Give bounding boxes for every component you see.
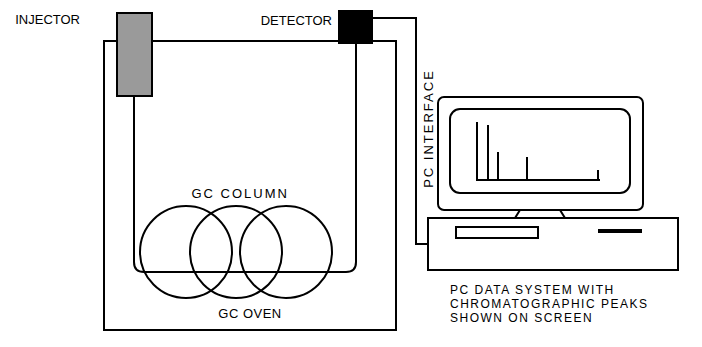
drive-bar [598, 229, 642, 233]
monitor-screen [450, 109, 630, 193]
injector-block: INJECTOR [116, 12, 153, 97]
disk-slot [456, 227, 538, 238]
column-coil [140, 206, 232, 298]
monitor-housing [438, 97, 643, 210]
monitor-stand [515, 210, 565, 218]
chart-axes [477, 122, 600, 180]
column-coil [190, 206, 282, 298]
interface-cable [373, 18, 428, 244]
chromatogram-peaks [488, 125, 598, 180]
column-tubing [134, 44, 356, 272]
pc-caption: PC DATA SYSTEM WITH CHROMATOGRAPHIC PEAK… [450, 283, 690, 325]
column-coil [240, 206, 332, 298]
detector-label: DETECTOR [261, 13, 332, 28]
detector-block: DETECTOR [338, 10, 373, 44]
injector-label: INJECTOR [15, 12, 80, 27]
computer-base [428, 218, 678, 270]
oven-label: GC OVEN [105, 306, 395, 321]
interface-label: PC INTERFACE [420, 69, 435, 188]
gc-oven-box: INJECTORDETECTORGC OVEN [103, 40, 397, 331]
pc-data-system: PC DATA SYSTEM WITH CHROMATOGRAPHIC PEAK… [428, 97, 690, 329]
column-label: GC COLUMN [192, 186, 289, 201]
